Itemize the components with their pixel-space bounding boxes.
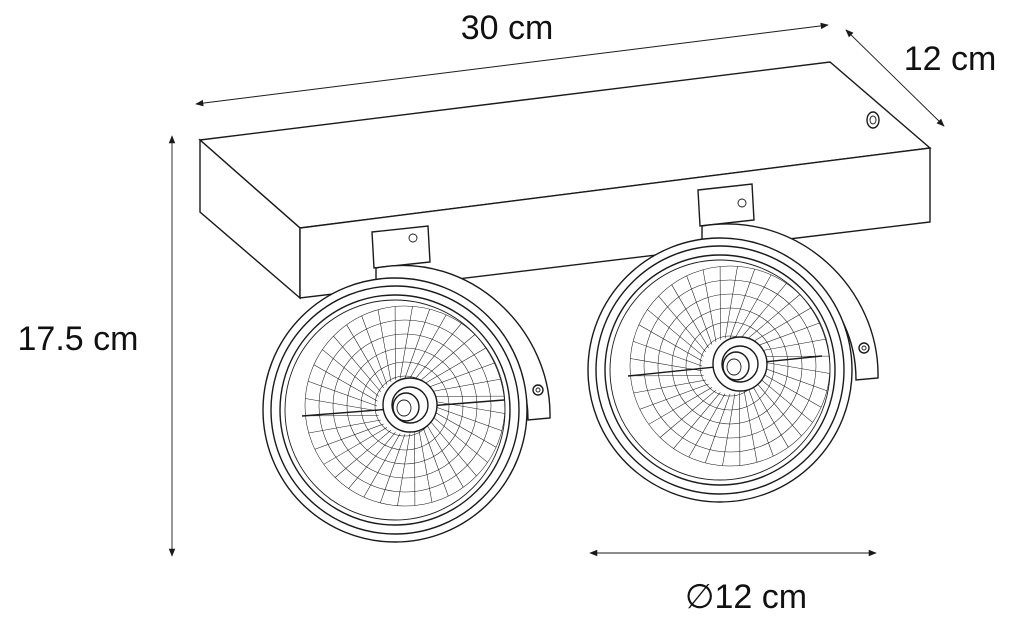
spotlight-right [587,183,879,503]
width-label: 30 cm [461,9,554,47]
depth-label: 12 cm [904,40,997,78]
lamp-socket-left [382,377,438,433]
spotlight-left [262,225,551,543]
reflector-grid-right [627,265,831,467]
reflector-grid-left [301,305,506,507]
width-dimension-line [195,22,829,107]
height-label: 17.5 cm [18,320,139,358]
mounting-base [198,61,932,300]
diameter-label: ∅12 cm [685,578,807,616]
depth-dimension-line [845,29,945,127]
lamp-socket-right [712,336,768,392]
